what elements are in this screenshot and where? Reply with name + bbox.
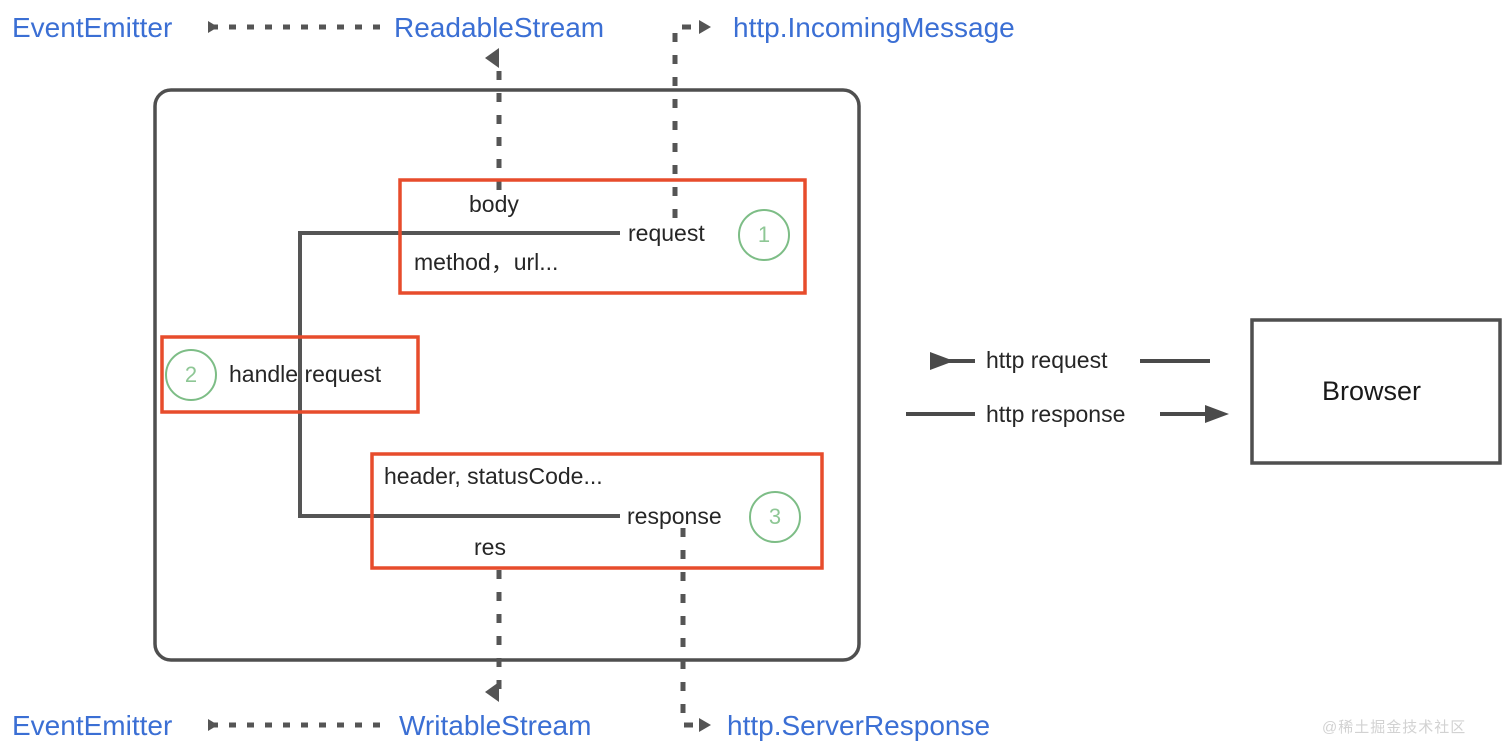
response-to-serverresponse-dashed-line — [680, 528, 711, 732]
bottom-serverresponse-label: http.ServerResponse — [727, 710, 991, 741]
handle-request-label: handle request — [229, 361, 382, 387]
step-number-3-badge: 3 — [749, 491, 801, 543]
top-readablestream-label: ReadableStream — [394, 12, 605, 43]
step-number-1-badge: 1 — [738, 209, 790, 261]
top-incomingmessage-label: http.IncomingMessage — [733, 12, 1015, 43]
http-request-label: http request — [986, 347, 1108, 373]
request-fields-label: method，url... — [414, 249, 559, 275]
handle-request-red-box — [160, 335, 420, 414]
watermark-text: @稀土掘金技术社区 — [1322, 719, 1467, 736]
http-response-label: http response — [986, 401, 1126, 427]
request-body-label: body — [469, 191, 519, 217]
response-header-label: header, statusCode... — [384, 463, 603, 489]
step-number-2-badge: 2 — [165, 349, 217, 401]
request-red-box — [398, 178, 807, 295]
server-container-box — [153, 88, 861, 662]
bottom-eventemitter-label: EventEmitter — [12, 710, 173, 741]
request-to-incomingmessage-dashed-line — [672, 20, 711, 218]
request-label: request — [628, 220, 705, 246]
request-handle-response-connector — [298, 231, 620, 518]
response-res-label: res — [474, 534, 506, 560]
response-red-box — [370, 452, 824, 570]
bottom-writablestream-label: WritableStream — [399, 710, 592, 741]
response-label: response — [627, 503, 722, 529]
browser-box — [1250, 318, 1502, 465]
top-eventemitter-label: EventEmitter — [12, 12, 173, 43]
browser-label: Browser — [1322, 376, 1422, 406]
